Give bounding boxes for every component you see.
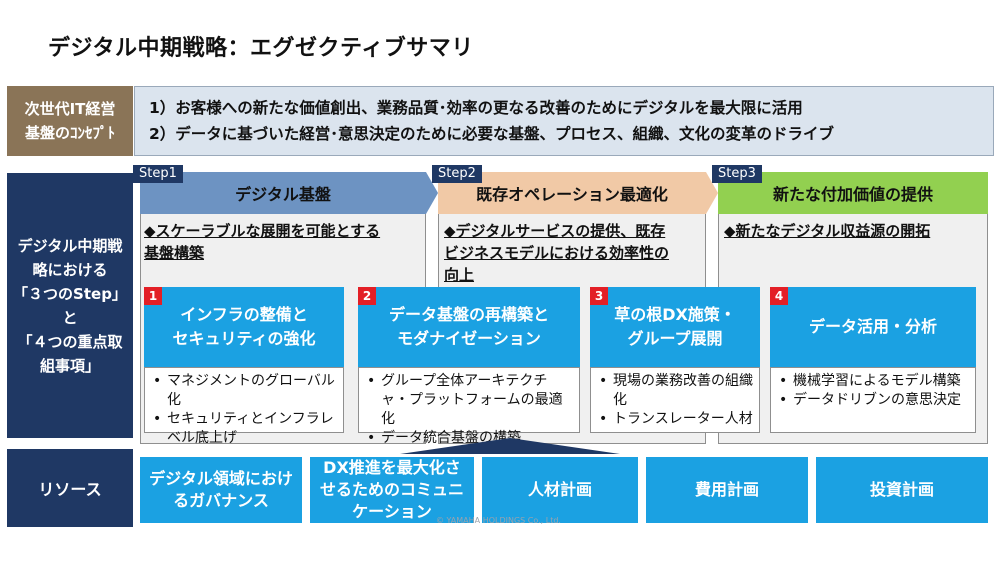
strategy-label-line: デジタル中期戦 <box>17 236 123 255</box>
resource-line: 投資計画 <box>869 480 934 499</box>
focus-item-title-line: セキュリティの強化 <box>172 329 316 348</box>
step2-text-line: ビジネスモデルにおける効率性の <box>444 244 670 262</box>
resource-item-cost-plan: 費用計画 <box>646 457 808 523</box>
resource-line: るガバナンス <box>173 491 269 510</box>
bullet-item: トランスレーター人材 <box>599 410 753 429</box>
step3-text-line: ◆新たなデジタル収益源の開拓 <box>724 222 931 240</box>
focus-item-3-badge: 3 <box>590 287 608 305</box>
focus-item-title-line: 草の根DX施策・ <box>614 305 736 324</box>
bullet-item: データドリブンの意思決定 <box>779 391 969 410</box>
resource-item-hr-plan: 人材計画 <box>482 457 638 523</box>
focus-item-3-title: 草の根DX施策・ グループ展開 <box>590 287 760 367</box>
strategy-label-line: 略における <box>32 260 108 279</box>
concept-label-line: 基盤のｺﾝｾﾌﾟﾄ <box>24 124 115 142</box>
concept-line-1: 1）お客様への新たな価値創出、業務品質･効率の更なる改善のためにデジタルを最大限… <box>149 99 803 117</box>
strategy-label-line: 「４つの重点取 <box>17 332 123 351</box>
focus-item-4-bullets: 機械学習によるモデル構築 データドリブンの意思決定 <box>770 367 976 433</box>
resource-line: せるためのコミュニ <box>319 480 464 499</box>
focus-item-title-line: データ活用・分析 <box>808 317 937 336</box>
bullet-item: 機械学習によるモデル構築 <box>779 372 969 391</box>
up-arrow-icon <box>400 438 620 454</box>
bullet-item: マネジメントのグローバル化 <box>153 372 337 410</box>
focus-item-1-bullets: マネジメントのグローバル化 セキュリティとインフラレベル底上げ <box>144 367 344 446</box>
step1-heading: デジタル基盤 <box>140 172 426 214</box>
strategy-label: デジタル中期戦 略における 「３つのStep」 と 「４つの重点取 組事項」 <box>7 173 133 438</box>
step1-heading-text: デジタル基盤 <box>235 185 331 204</box>
step2-text-line: 向上 <box>444 266 475 284</box>
focus-item-4-title: データ活用・分析 <box>770 287 976 367</box>
concept-box: 1）お客様への新たな価値創出、業務品質･効率の更なる改善のためにデジタルを最大限… <box>134 86 994 156</box>
resource-item-governance: デジタル領域におけ るガバナンス <box>140 457 302 523</box>
copyright: © YAMAHA HOLDINGS Co., Ltd. <box>436 516 561 525</box>
bullet-item: セキュリティとインフラレベル底上げ <box>153 410 337 448</box>
step1-tag: Step1 <box>133 165 183 183</box>
resource-line: DX推進を最大化さ <box>323 458 461 477</box>
strategy-label-line: と <box>62 308 78 327</box>
resource-item-investment-plan: 投資計画 <box>816 457 988 523</box>
focus-item-title-line: インフラの整備と <box>180 305 308 324</box>
focus-item-4-badge: 4 <box>770 287 788 305</box>
focus-item-1-title: インフラの整備と セキュリティの強化 <box>144 287 344 367</box>
focus-item-2-badge: 2 <box>358 287 376 305</box>
step3-tag: Step3 <box>712 165 762 183</box>
step1-text-line: ◆スケーラブルな展開を可能とする <box>144 222 381 240</box>
step1-text: ◆スケーラブルな展開を可能とする 基盤構築 <box>144 220 380 264</box>
resource-line: デジタル領域におけ <box>149 469 293 488</box>
resource-item-communication: DX推進を最大化さ せるためのコミュニ ケーション <box>310 457 474 523</box>
step2-tag: Step2 <box>432 165 482 183</box>
focus-item-3-bullets: 現場の業務改善の組織化 トランスレーター人材 <box>590 367 760 433</box>
step3-heading-text: 新たな付加価値の提供 <box>772 185 933 204</box>
concept-label: 次世代IT経営 基盤のｺﾝｾﾌﾟﾄ <box>7 86 133 156</box>
step2-heading-text: 既存オペレーション最適化 <box>476 185 668 204</box>
focus-item-title-line: グループ展開 <box>627 329 723 348</box>
resource-line: ケーション <box>352 502 432 521</box>
page-title: デジタル中期戦略：エグゼクティブサマリ <box>48 36 474 61</box>
resource-label-text: リソース <box>38 480 102 499</box>
step2-heading: 既存オペレーション最適化 <box>438 172 706 214</box>
resource-line: 費用計画 <box>694 480 759 499</box>
bullet-item: グループ全体アーキテクチャ・プラットフォームの最適化 <box>367 372 573 429</box>
step2-text: ◆デジタルサービスの提供、既存 ビジネスモデルにおける効率性の 向上 <box>444 220 669 286</box>
concept-label-line: 次世代IT経営 <box>24 100 116 118</box>
strategy-label-line: 組事項」 <box>39 356 100 375</box>
step3-heading: 新たな付加価値の提供 <box>718 172 988 214</box>
concept-line-2: 2）データに基づいた経営･意思決定のために必要な基盤、プロセス、組織、文化の変革… <box>149 125 835 143</box>
step3-text: ◆新たなデジタル収益源の開拓 <box>724 220 930 242</box>
strategy-label-line: 「３つのStep」 <box>13 284 127 303</box>
focus-item-1-badge: 1 <box>144 287 162 305</box>
bullet-item: 現場の業務改善の組織化 <box>599 372 753 410</box>
focus-item-title-line: モダナイゼーション <box>397 329 541 348</box>
focus-item-title-line: データ基盤の再構築と <box>388 305 549 324</box>
step1-text-line: 基盤構築 <box>144 244 205 262</box>
focus-item-2-bullets: グループ全体アーキテクチャ・プラットフォームの最適化 データ統合基盤の構築 <box>358 367 580 448</box>
resource-label: リソース <box>7 449 133 527</box>
resource-line: 人材計画 <box>527 480 592 499</box>
step2-text-line: ◆デジタルサービスの提供、既存 <box>444 222 666 240</box>
focus-item-2-title: データ基盤の再構築と モダナイゼーション <box>358 287 580 367</box>
